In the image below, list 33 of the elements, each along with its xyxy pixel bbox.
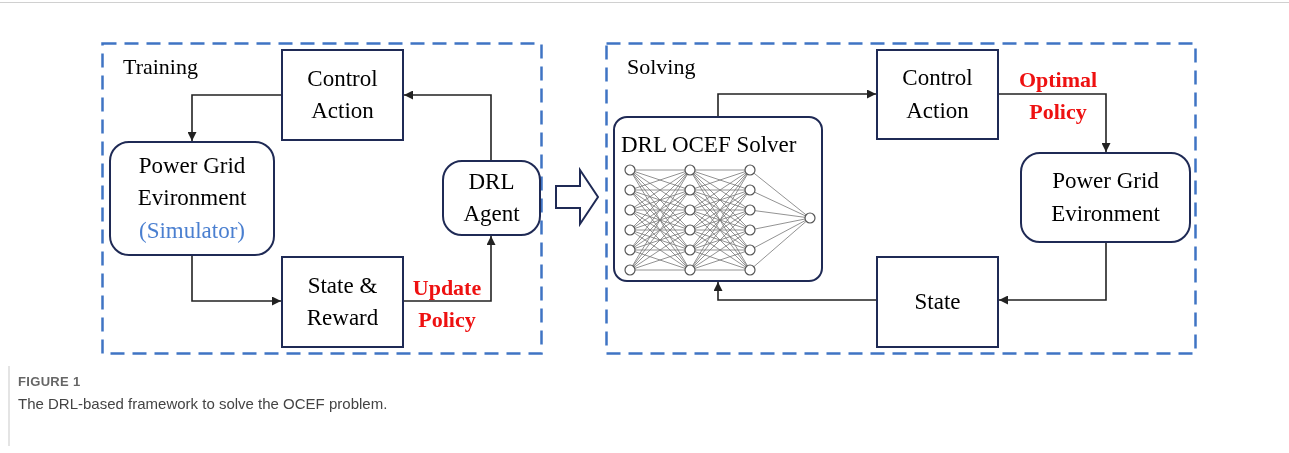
dashed-panel xyxy=(101,42,543,355)
box-label: State xyxy=(913,287,962,316)
process-box xyxy=(876,256,999,348)
box-label: State & Reward xyxy=(305,271,380,332)
figure-number: FIGURE 1 xyxy=(18,373,81,391)
arrow xyxy=(713,281,877,301)
rounded-box xyxy=(442,160,541,236)
panel-heading: Solving xyxy=(627,53,696,81)
box-label: Power Grid Evironment xyxy=(136,152,248,213)
arrow xyxy=(191,255,282,306)
arrow xyxy=(998,93,1111,153)
process-box xyxy=(281,49,404,141)
arrow xyxy=(403,235,496,302)
edge-label: Update Policy xyxy=(411,274,483,334)
box-label: DRL OCEF Solver xyxy=(621,131,797,159)
box-label: Power Grid Evironment xyxy=(1050,167,1161,228)
block-arrow xyxy=(555,166,600,228)
edge-label: Optimal Policy xyxy=(1017,66,1099,126)
box-label: Control Action xyxy=(306,64,379,125)
figure-caption: The DRL-based framework to solve the OCEF problem. xyxy=(18,394,388,414)
panel-heading: Training xyxy=(123,53,198,81)
box-label: Control Action xyxy=(901,64,974,125)
rounded-box xyxy=(1020,152,1191,243)
arrow xyxy=(998,242,1107,305)
arrow xyxy=(717,89,877,117)
box-subtitle: (Simulator) xyxy=(137,216,246,245)
process-box xyxy=(281,256,404,348)
dashed-panel xyxy=(605,42,1197,355)
process-box xyxy=(876,49,999,140)
rounded-box xyxy=(109,141,275,256)
box-label: DRL Agent xyxy=(462,167,521,228)
arrow xyxy=(187,94,282,142)
arrow xyxy=(403,90,492,161)
